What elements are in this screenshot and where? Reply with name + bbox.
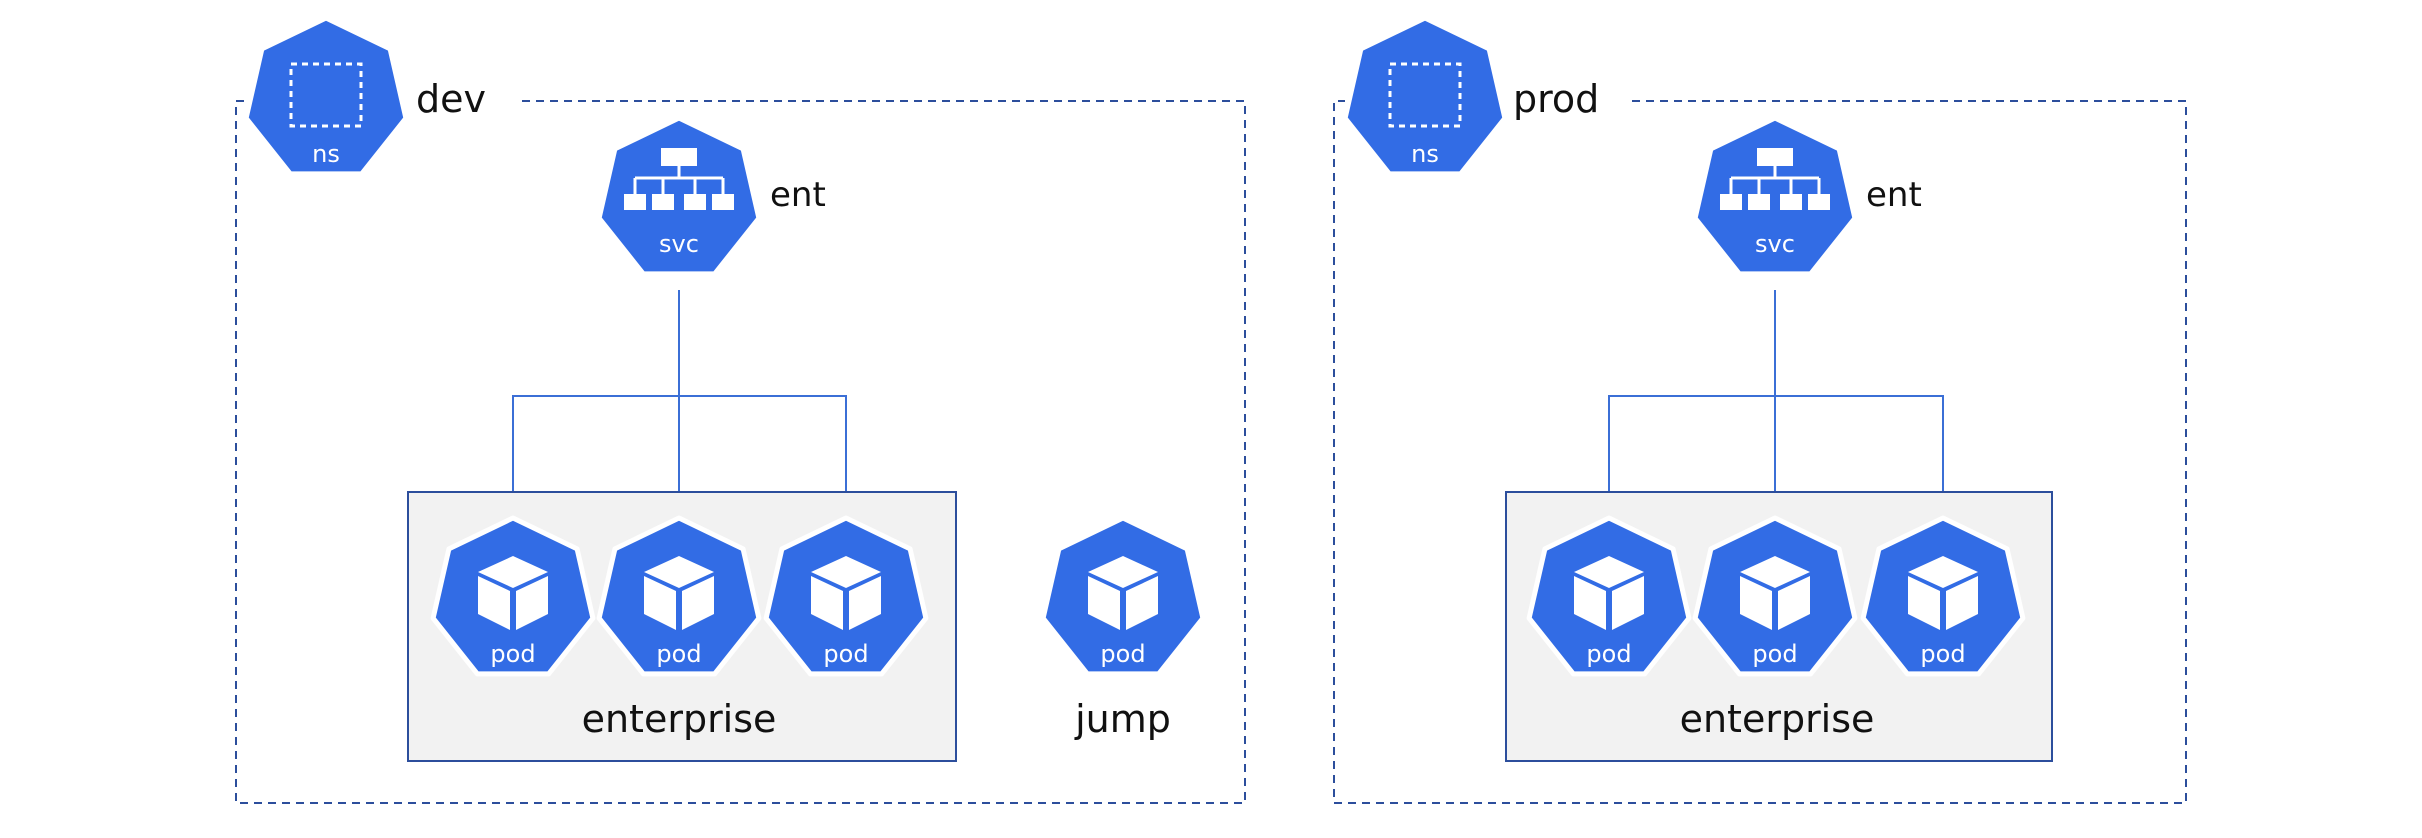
- pod-icon-caption: pod: [1100, 640, 1145, 668]
- namespace-prod-frame: [1333, 100, 2187, 804]
- namespace-label-dev: dev: [416, 77, 486, 121]
- service-icon: svc: [1695, 118, 1855, 274]
- namespace-icon: ns: [1345, 18, 1505, 174]
- pod-icon-caption: pod: [656, 640, 701, 668]
- pod-icon: pod: [1529, 518, 1689, 674]
- service-label-prod: ent: [1866, 175, 1922, 215]
- pod-icon: pod: [599, 518, 759, 674]
- pod-icon-caption: pod: [823, 640, 868, 668]
- pod-fanout-connector: [512, 395, 847, 512]
- pod-icon: pod: [1695, 518, 1855, 674]
- pod-fanout-connector: [1608, 395, 1944, 512]
- namespace-dev: ns dev svc ent pod: [235, 18, 1246, 804]
- pod-icon: pod: [766, 518, 926, 674]
- pod-icon: pod: [433, 518, 593, 674]
- pod-icon: pod: [1043, 518, 1203, 674]
- service-label-dev: ent: [770, 175, 826, 215]
- pod-icon-caption: pod: [490, 640, 535, 668]
- namespace-label-prod: prod: [1513, 77, 1599, 121]
- pod-icon-caption: pod: [1752, 640, 1797, 668]
- namespace-icon-caption: ns: [312, 140, 340, 168]
- service-icon-caption: svc: [659, 230, 699, 258]
- namespace-prod: ns prod svc ent pod: [1333, 18, 2187, 804]
- pod-label-jump: jump: [1074, 697, 1171, 741]
- namespace-dev-frame: [235, 100, 1246, 804]
- pod-icon: pod: [1863, 518, 2023, 674]
- group-label-prod: enterprise: [1680, 697, 1875, 741]
- namespace-icon-caption: ns: [1411, 140, 1439, 168]
- service-icon-caption: svc: [1755, 230, 1795, 258]
- pod-icon-caption: pod: [1586, 640, 1631, 668]
- namespace-icon: ns: [246, 18, 406, 174]
- pod-icon-caption: pod: [1920, 640, 1965, 668]
- service-icon: svc: [599, 118, 759, 274]
- group-label-dev: enterprise: [582, 697, 777, 741]
